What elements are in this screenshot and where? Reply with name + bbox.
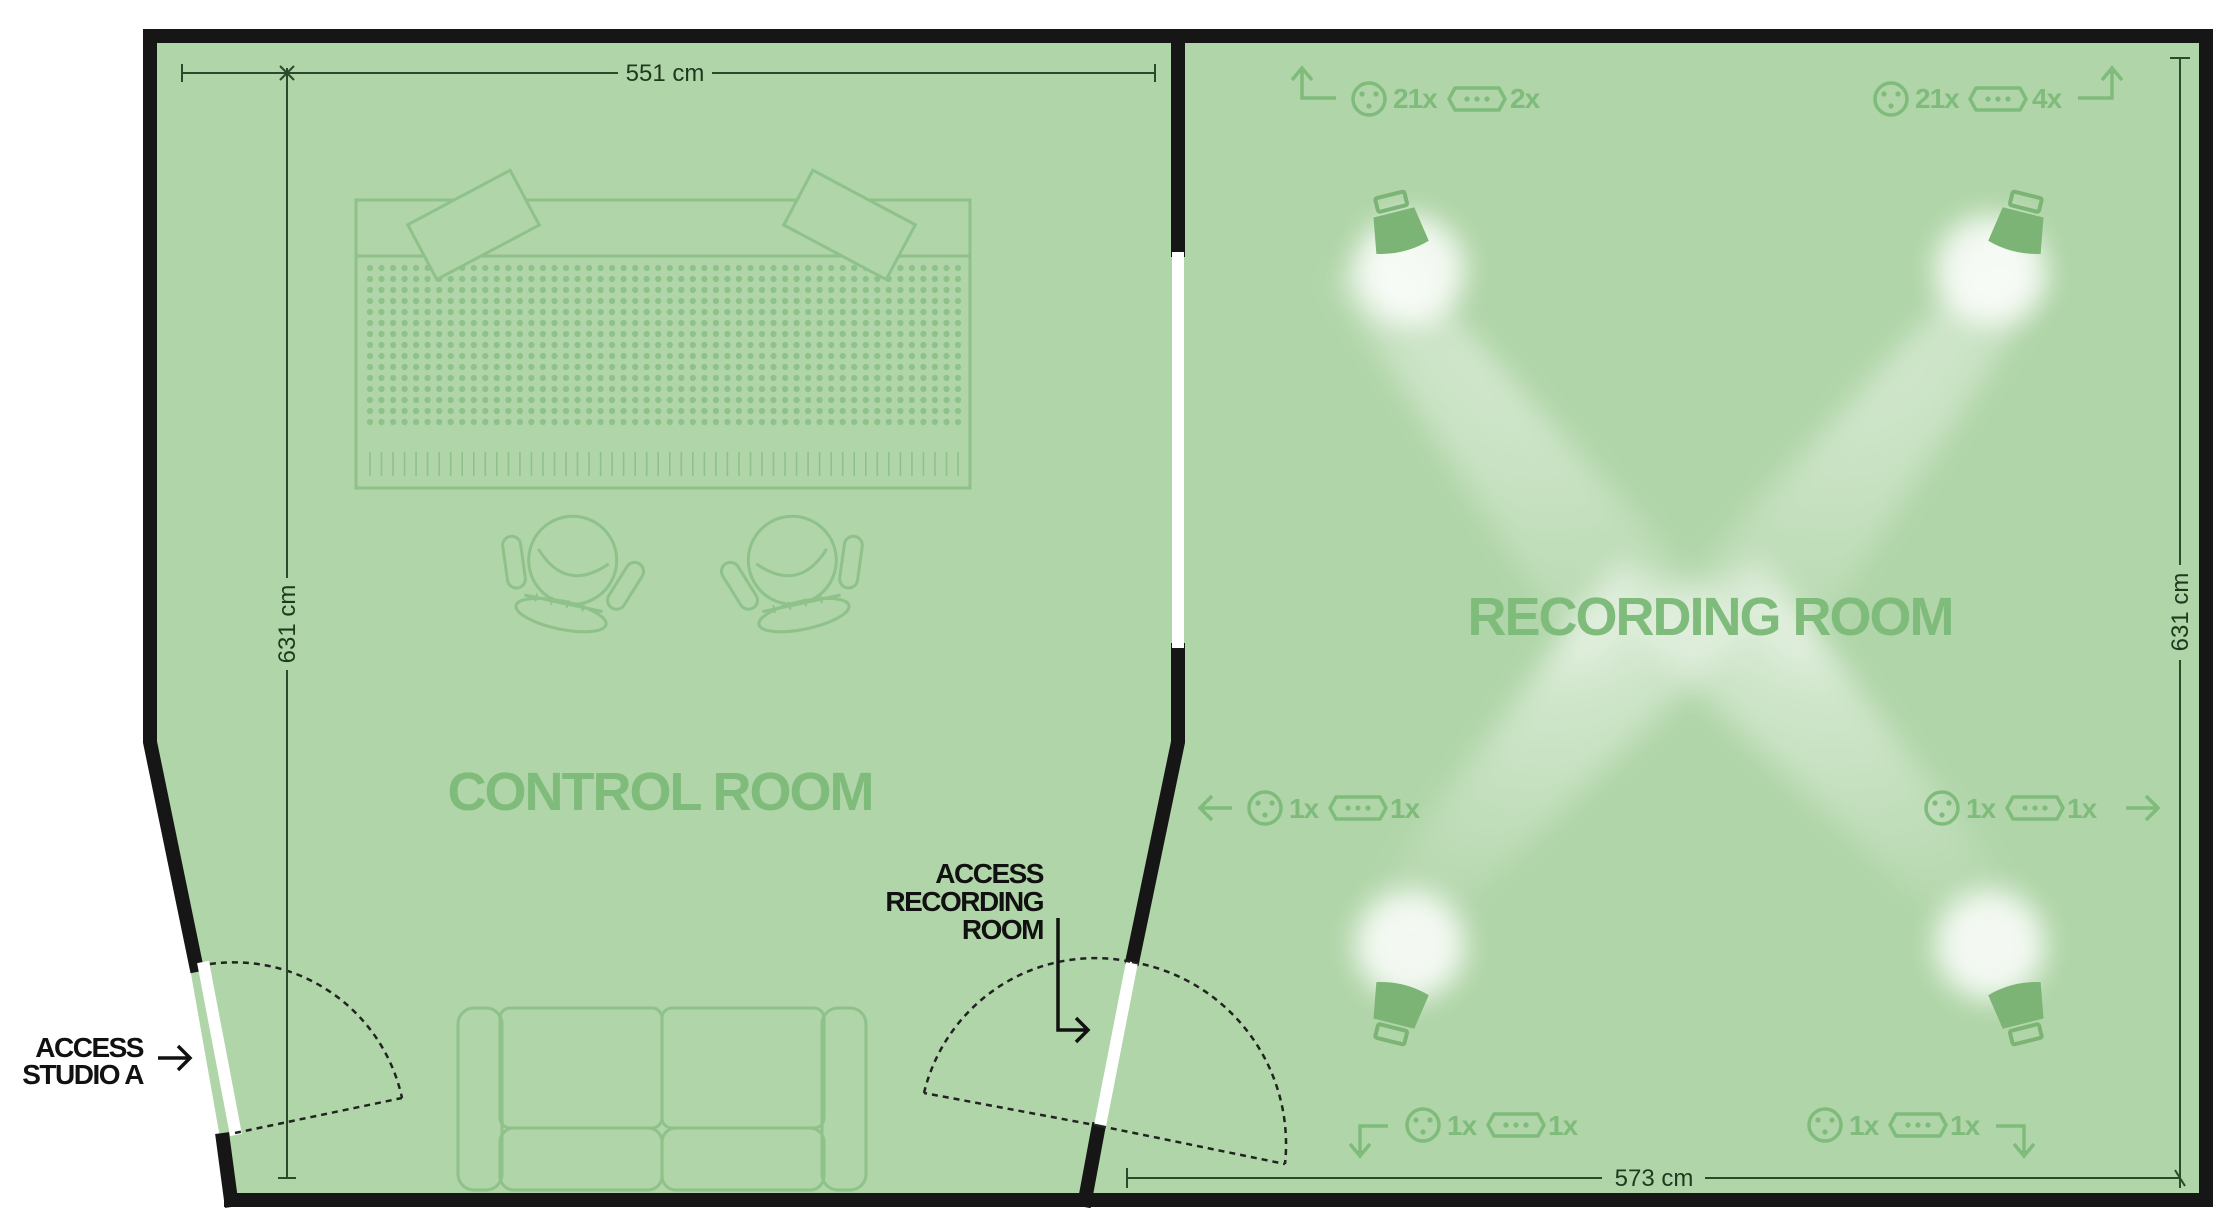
arrow-left-icon xyxy=(1197,794,1232,822)
studio-monitor-right xyxy=(781,168,918,282)
mixing-console xyxy=(354,168,972,490)
wall-divider-lower xyxy=(1124,643,1185,967)
control-room-height-label: 631 cm xyxy=(274,585,301,664)
xlr-count: 1x xyxy=(1447,1110,1478,1141)
wall-divider-bottom xyxy=(1076,1121,1107,1209)
recording-room-title: RECORDING ROOM xyxy=(1468,587,1953,647)
light-beam-bottom-right xyxy=(1620,560,2050,975)
multipin-count: 4x xyxy=(2032,83,2063,114)
control-room-width-label: 551 cm xyxy=(626,60,705,87)
xlr-count: 21x xyxy=(1393,83,1438,114)
xlr-count: 1x xyxy=(1849,1110,1880,1141)
multipin-count: 1x xyxy=(1390,793,1421,824)
arrow-right-icon xyxy=(2126,794,2161,822)
studio-monitor-left xyxy=(405,168,542,282)
access-recording-room-label[interactable]: ACCESS RECORDING ROOM xyxy=(885,858,1091,1044)
multipin-count: 1x xyxy=(2067,793,2098,824)
access-recording-line2: RECORDING xyxy=(885,886,1043,917)
arrow-down-right-icon xyxy=(1056,918,1091,1044)
xlr-count: 21x xyxy=(1915,83,1960,114)
arrow-down-left-icon xyxy=(1348,1124,1388,1159)
recording-room-width-label: 573 cm xyxy=(1615,1165,1694,1192)
light-beam-bottom-left xyxy=(1340,560,1760,975)
xlr-count: 1x xyxy=(1966,793,1997,824)
xlr-count: 1x xyxy=(1289,793,1320,824)
wall-left-lower xyxy=(215,1132,239,1208)
door-studio-a[interactable] xyxy=(197,960,404,1137)
door-recording-room[interactable] xyxy=(922,956,1288,1166)
arrow-up-left-icon xyxy=(1290,65,1336,100)
arrow-right-icon xyxy=(158,1044,193,1072)
control-room-title: CONTROL ROOM xyxy=(448,762,873,822)
connections-top-right: 21x 4x xyxy=(1873,65,2124,117)
access-recording-line1: ACCESS xyxy=(935,858,1044,889)
dimension-lines xyxy=(181,57,2190,1188)
sofa xyxy=(456,1006,868,1192)
multipin-count: 1x xyxy=(1950,1110,1981,1141)
access-studio-a-line1: ACCESS xyxy=(35,1032,144,1063)
recording-room-height-label: 631 cm xyxy=(2167,573,2194,652)
control-room-floor xyxy=(150,36,1178,1200)
walls xyxy=(143,29,2213,1209)
console-faders xyxy=(369,452,959,476)
connections-bottom-right: 1x 1x xyxy=(1807,1107,2036,1159)
multipin-count: 1x xyxy=(1548,1110,1579,1141)
multipin-count: 2x xyxy=(1510,83,1541,114)
connections-mid-right: 1x 1x xyxy=(1924,790,2161,826)
access-studio-a-line2: STUDIO A xyxy=(22,1059,144,1090)
wall-left-upper xyxy=(143,29,205,974)
light-beams xyxy=(1330,240,2050,975)
arrow-up-right-icon xyxy=(2078,65,2124,100)
access-studio-a-label[interactable]: ACCESS STUDIO A xyxy=(22,1032,193,1090)
connections-bottom-left: 1x 1x xyxy=(1348,1107,1580,1159)
connections-top-left: 21x 2x xyxy=(1290,65,1542,117)
arrow-down-right-icon xyxy=(1996,1124,2036,1159)
access-recording-line3: ROOM xyxy=(962,914,1043,945)
connections-mid-left: 1x 1x xyxy=(1197,790,1422,826)
